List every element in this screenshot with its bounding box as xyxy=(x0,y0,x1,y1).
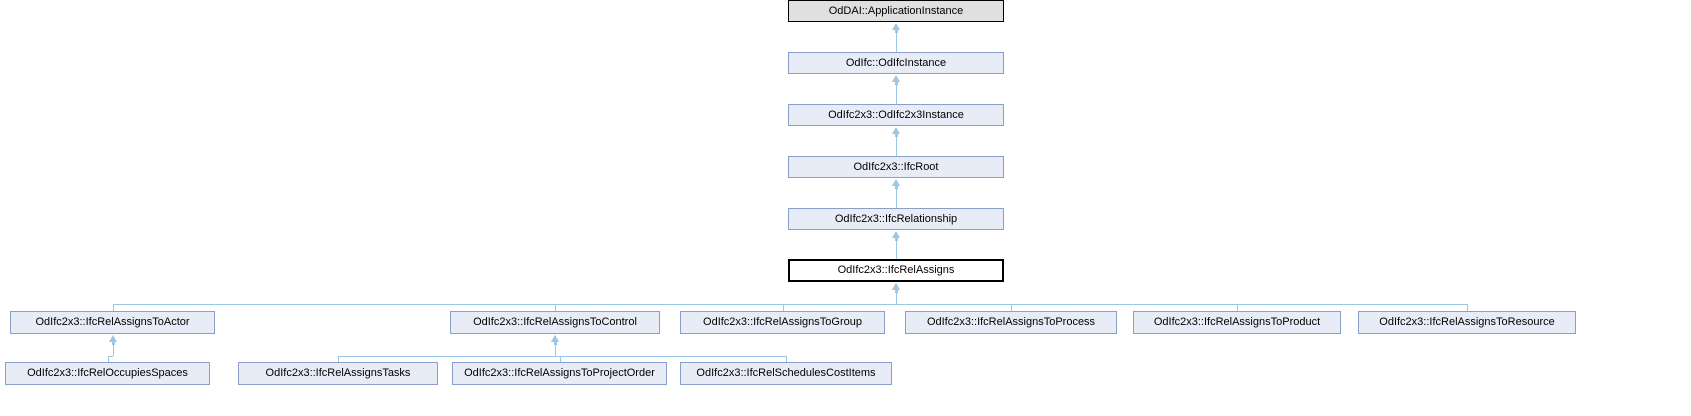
edge-riser xyxy=(1467,304,1468,311)
class-node-label: OdIfc2x3::IfcRoot xyxy=(853,160,939,173)
edge-riser xyxy=(338,356,339,362)
class-node-label: OdIfc2x3::IfcRelationship xyxy=(834,212,958,225)
edge-segment-vertical xyxy=(896,186,897,208)
class-node-label: OdIfc2x3::IfcRelAssignsToResource xyxy=(1379,316,1555,328)
class-node-label: OdIfc2x3::IfcRelOccupiesSpaces xyxy=(27,367,188,379)
class-node-label: OdIfc2x3::IfcRelAssignsTasks xyxy=(265,367,411,379)
edge-drop xyxy=(555,342,556,356)
edge-drop xyxy=(113,342,114,356)
edge-riser xyxy=(560,356,561,362)
class-node-label: OdIfc2x3::IfcRelAssignsToProduct xyxy=(1153,316,1321,328)
inheritance-arrowhead xyxy=(551,335,559,342)
class-node-label: OdIfc2x3::IfcRelAssignsToProcess xyxy=(926,316,1096,328)
edge-riser xyxy=(555,304,556,311)
inheritance-arrowhead xyxy=(109,335,117,342)
inheritance-arrowhead xyxy=(892,283,900,290)
class-node-label: OdDAI::ApplicationInstance xyxy=(828,4,964,17)
edge-riser xyxy=(113,304,114,311)
edge-riser xyxy=(783,304,784,311)
class-node-IfcRelAssigns[interactable]: OdIfc2x3::IfcRelAssigns xyxy=(788,259,1004,282)
edge-segment-vertical xyxy=(896,82,897,104)
edge-riser xyxy=(786,356,787,362)
edge-riser xyxy=(1237,304,1238,311)
edge-riser xyxy=(1011,304,1012,311)
class-node-IfcRelAssignsToControl[interactable]: OdIfc2x3::IfcRelAssignsToControl xyxy=(450,311,660,334)
edge-segment-vertical xyxy=(896,30,897,52)
class-node-IfcRelAssignsToResource[interactable]: OdIfc2x3::IfcRelAssignsToResource xyxy=(1358,311,1576,334)
class-node-label: OdIfc2x3::IfcRelAssignsToActor xyxy=(35,316,190,328)
inheritance-arrowhead xyxy=(892,23,900,30)
edge-bus xyxy=(338,356,555,357)
class-node-OdIfcInstance[interactable]: OdIfc::OdIfcInstance xyxy=(788,52,1004,74)
edge-segment-vertical xyxy=(896,238,897,259)
class-node-IfcRelAssignsToProcess[interactable]: OdIfc2x3::IfcRelAssignsToProcess xyxy=(905,311,1117,334)
class-node-IfcRelationship[interactable]: OdIfc2x3::IfcRelationship xyxy=(788,208,1004,230)
class-node-label: OdIfc2x3::IfcRelSchedulesCostItems xyxy=(696,367,876,379)
edge-bus xyxy=(108,356,113,357)
class-node-label: OdIfc2x3::IfcRelAssigns xyxy=(837,264,955,276)
class-node-label: OdIfc2x3::IfcRelAssignsToProjectOrder xyxy=(464,367,655,379)
edge-bus xyxy=(555,356,786,357)
edge-bus xyxy=(113,304,897,305)
inheritance-arrowhead xyxy=(892,179,900,186)
class-node-label: OdIfc2x3::OdIfc2x3Instance xyxy=(828,108,964,121)
edge-riser xyxy=(108,356,109,362)
class-node-label: OdIfc::OdIfcInstance xyxy=(845,56,947,69)
class-node-IfcRelSchedulesCostItems[interactable]: OdIfc2x3::IfcRelSchedulesCostItems xyxy=(680,362,892,385)
class-node-IfcRelOccupiesSpaces[interactable]: OdIfc2x3::IfcRelOccupiesSpaces xyxy=(5,362,210,385)
class-node-label: OdIfc2x3::IfcRelAssignsToGroup xyxy=(703,316,862,328)
class-node-ApplicationInstance[interactable]: OdDAI::ApplicationInstance xyxy=(788,0,1004,22)
edge-bus xyxy=(896,304,1467,305)
class-node-IfcRelAssignsToActor[interactable]: OdIfc2x3::IfcRelAssignsToActor xyxy=(10,311,215,334)
class-node-IfcRelAssignsTasks[interactable]: OdIfc2x3::IfcRelAssignsTasks xyxy=(238,362,438,385)
edge-bus xyxy=(555,304,896,305)
class-node-IfcRelAssignsToGroup[interactable]: OdIfc2x3::IfcRelAssignsToGroup xyxy=(680,311,885,334)
class-node-IfcRoot[interactable]: OdIfc2x3::IfcRoot xyxy=(788,156,1004,178)
class-node-OdIfc2x3Instance[interactable]: OdIfc2x3::OdIfc2x3Instance xyxy=(788,104,1004,126)
class-node-label: OdIfc2x3::IfcRelAssignsToControl xyxy=(473,316,637,328)
edge-drop xyxy=(896,290,897,304)
edge-segment-vertical xyxy=(896,134,897,156)
class-node-IfcRelAssignsToProjectOrder[interactable]: OdIfc2x3::IfcRelAssignsToProjectOrder xyxy=(452,362,667,385)
class-node-IfcRelAssignsToProduct[interactable]: OdIfc2x3::IfcRelAssignsToProduct xyxy=(1133,311,1341,334)
inheritance-arrowhead xyxy=(892,127,900,134)
inheritance-arrowhead xyxy=(892,75,900,82)
inheritance-arrowhead xyxy=(892,231,900,238)
edge-bus xyxy=(783,304,897,305)
